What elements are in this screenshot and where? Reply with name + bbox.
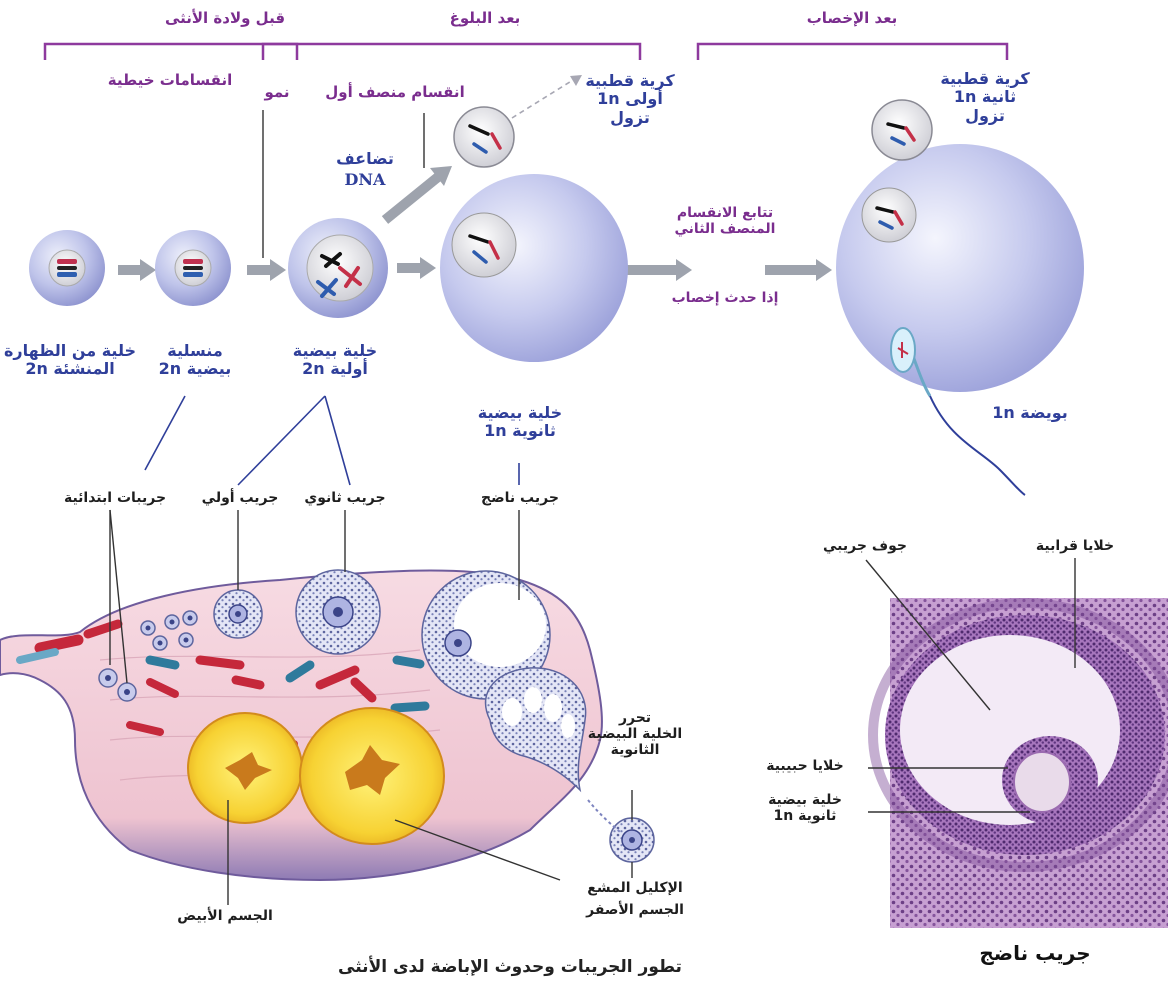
second-polar-body — [872, 100, 932, 160]
label-antrum: جوف جريبي — [800, 538, 930, 554]
label-oogonium: منسلية بيضية 2n — [150, 342, 240, 379]
label-germinal-epithelium: خلية من الظهارة المنشئة 2n — [0, 342, 140, 379]
label-if-fertilized: إذا حدث إخصاب — [655, 290, 795, 306]
first-polar-body — [454, 107, 514, 167]
label-oocyte-release: تحرر الخلية البيضية الثانوية — [575, 710, 695, 758]
label-meiosis-two: تتابع الانقسام المنصف الثاني — [650, 205, 800, 237]
label-corpus-albicans: الجسم الأبيض — [160, 908, 290, 924]
histology-title: جريب ناضج — [960, 942, 1110, 965]
ovum-cell — [836, 144, 1084, 392]
label-theca-cells: خلايا قرابية — [1010, 538, 1140, 554]
label-primordial-follicles: جريبات ابتدائية — [40, 490, 190, 506]
label-secondary-oocyte: خلية بيضية ثانوية 1n — [460, 404, 580, 441]
label-growth: نمو — [252, 84, 302, 101]
primary-oocyte-cell — [288, 218, 388, 318]
stage-brackets — [45, 44, 1007, 60]
histology-micrograph — [873, 598, 1168, 928]
stage-after-puberty: بعد البلوغ — [410, 10, 560, 27]
label-corpus-luteum: الجسم الأصفر — [575, 902, 695, 918]
germinal-epithelium-cell — [29, 230, 105, 306]
label-primary-oocyte: خلية بيضية أولية 2n — [280, 342, 390, 379]
label-secondary-follicle: جريب ثانوي — [290, 490, 400, 506]
label-mitosis: انقسامات خيطية — [70, 72, 270, 89]
label-primary-follicle: جريب أولي — [190, 490, 290, 506]
secondary-oocyte-cell — [440, 174, 628, 362]
label-corona-radiata: الإكليل المشع — [575, 880, 695, 896]
stage-after-fertilization: بعد الإخصاب — [772, 10, 932, 27]
label-mature-follicle: جريب ناضج — [470, 490, 570, 506]
label-first-polar-body: كرية قطبية أولى 1n تزول — [575, 72, 685, 127]
label-histology-oocyte: خلية بيضية ثانوية 1n — [745, 792, 865, 824]
label-granulosa-cells: خلايا حبيبية — [745, 758, 865, 774]
label-ovum: بويضة 1n — [975, 404, 1085, 422]
label-dna-duplication: تضاعف — [330, 150, 400, 168]
oogonium-cell — [155, 230, 231, 306]
label-second-polar-body: كرية قطبية ثانية 1n تزول — [930, 70, 1040, 125]
figure-caption: تطور الجريبات وحدوث الإباضة لدى الأنثى — [300, 958, 720, 978]
ovary — [0, 570, 654, 880]
label-dna: DNA — [330, 171, 400, 189]
stage-before-birth: قبل ولادة الأنثى — [145, 10, 305, 27]
label-meiosis-one: انقسام منصف أول — [315, 84, 475, 101]
